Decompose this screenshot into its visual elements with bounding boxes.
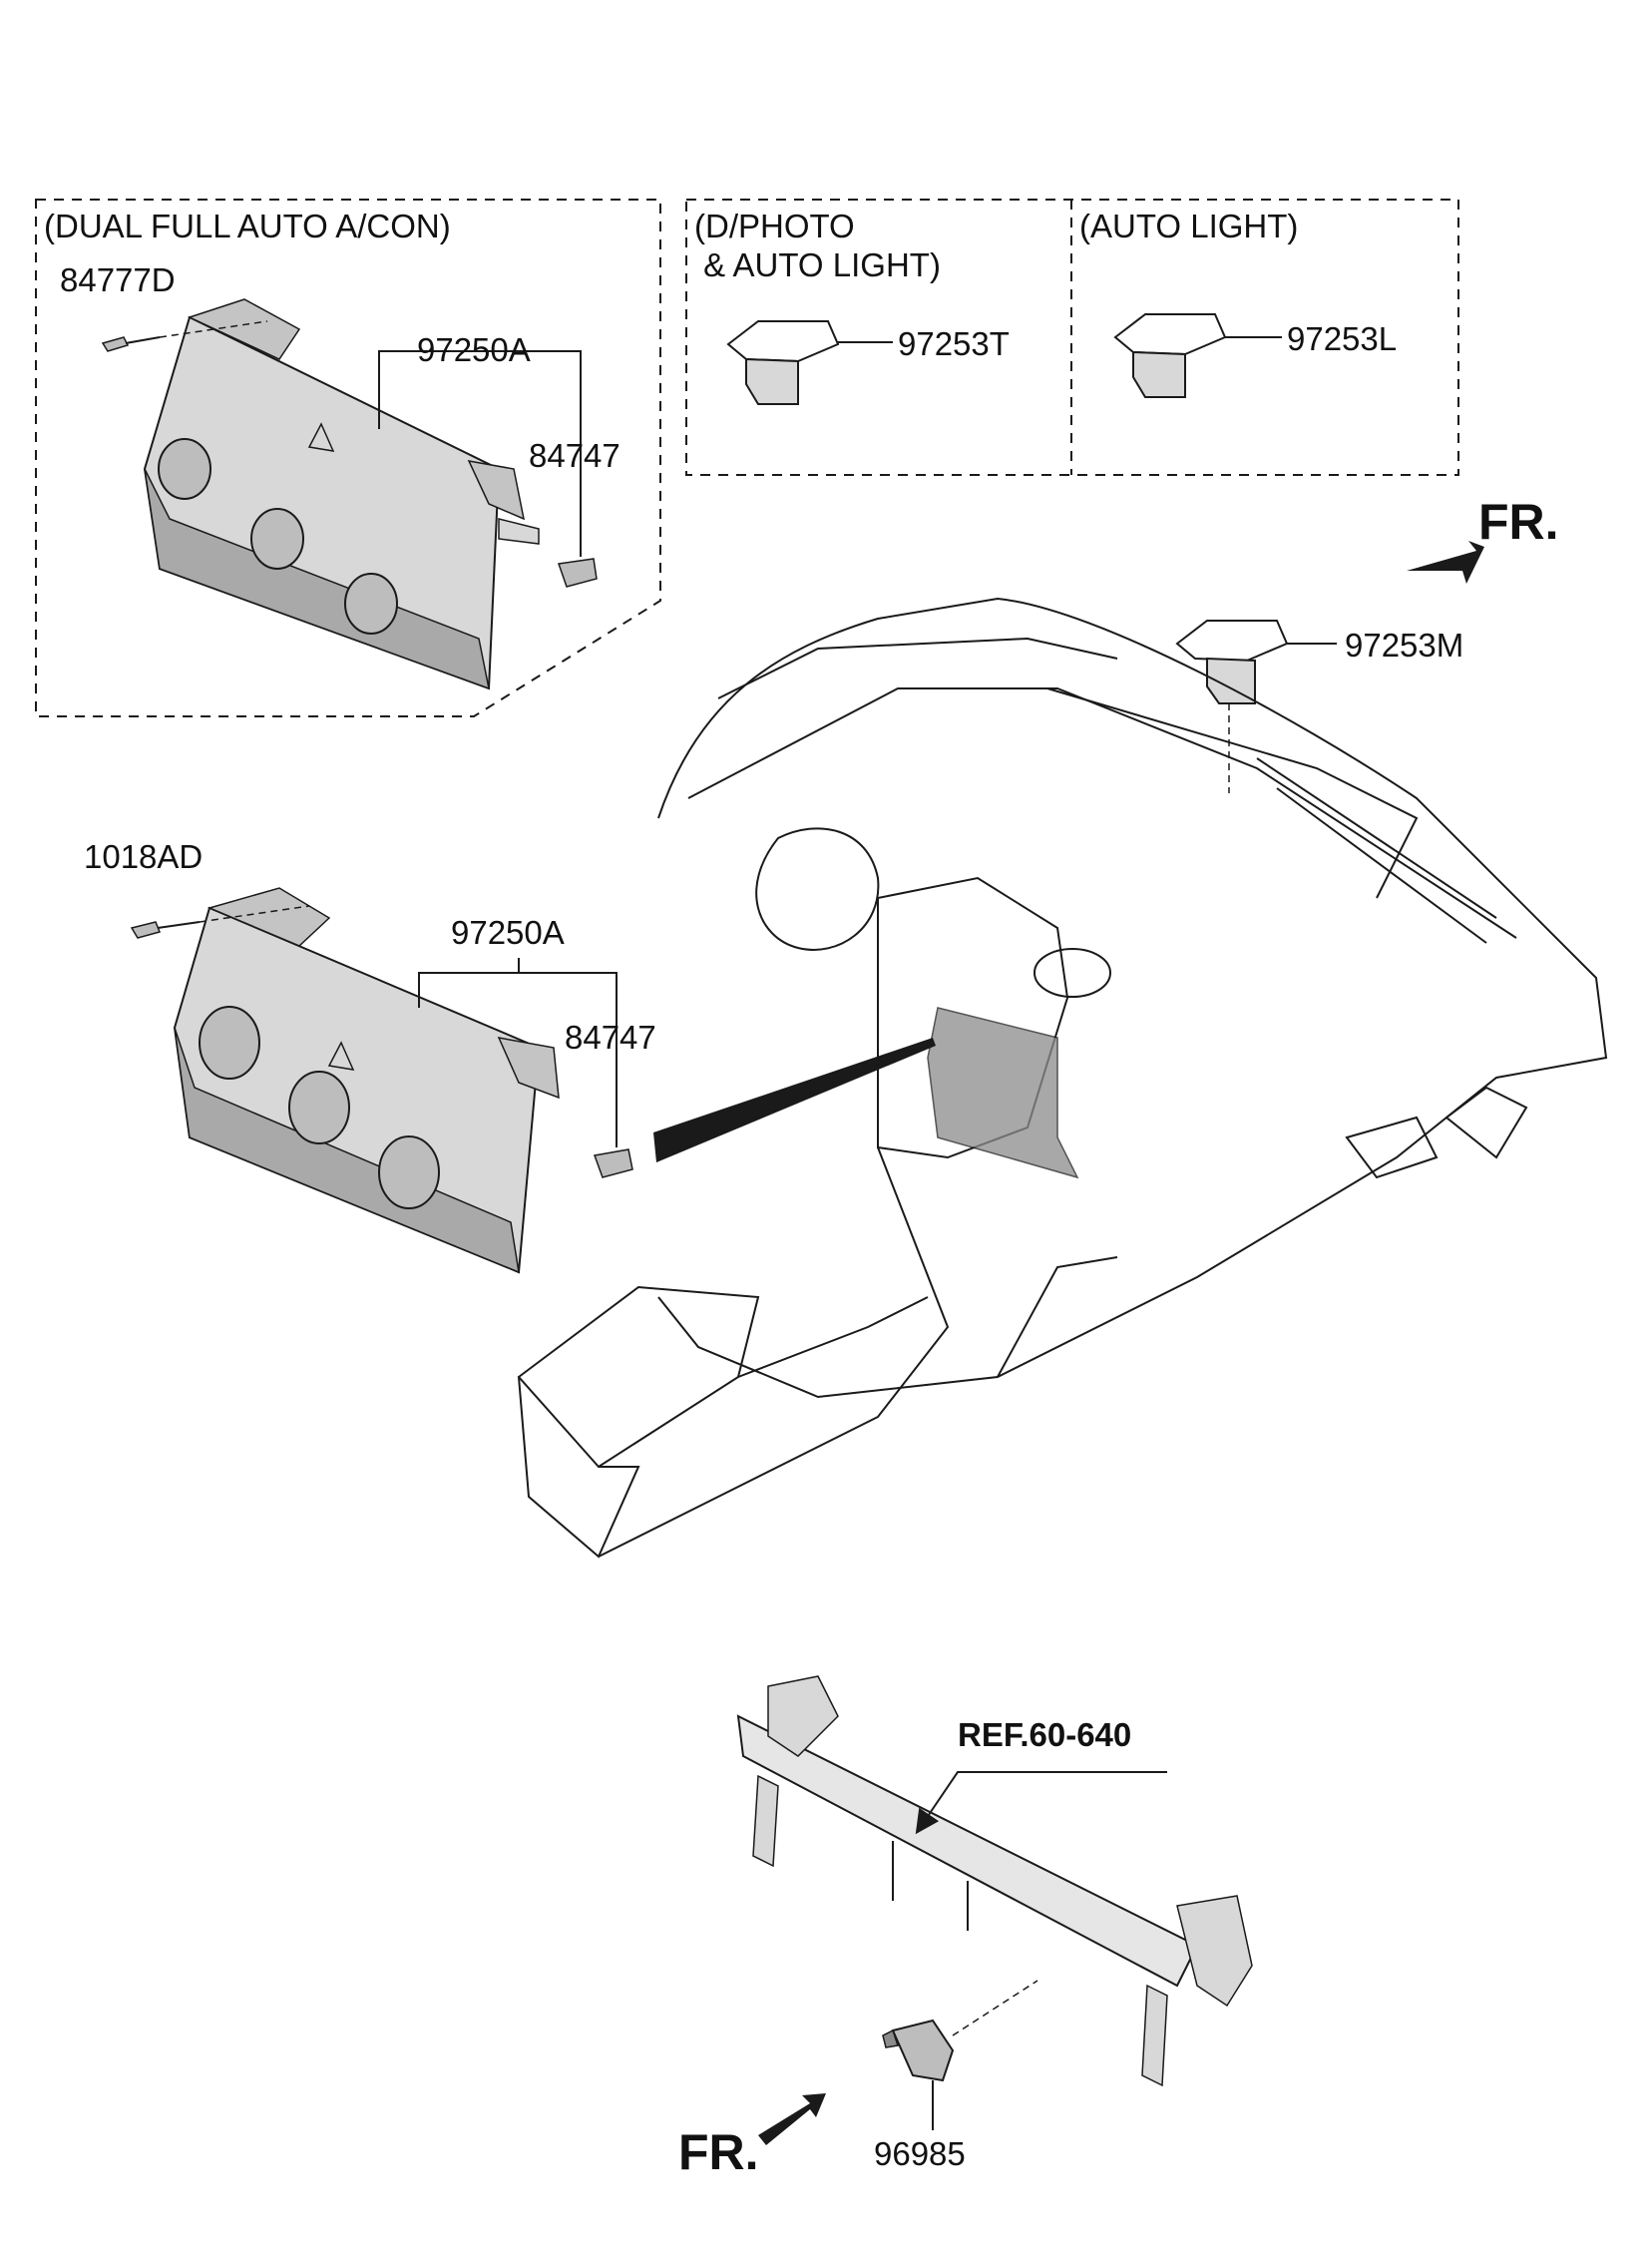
leader-97250a-dual [378,350,582,557]
heater-control-unit-dual [143,298,540,690]
reference-label-60-640[interactable]: REF.60-640 [958,1716,1132,1753]
part-label-97253t[interactable]: 97253T [898,325,1010,362]
auto-light-header: (AUTO LIGHT) [1079,208,1299,244]
sensor-97253l [1113,313,1282,398]
leader-ref-60-640 [915,1771,1167,1835]
sensor-97253t [726,320,893,405]
connector-84747-manual [593,1148,633,1178]
screw-1018ad [130,905,310,939]
front-arrow-bottom [758,2093,826,2145]
connector-84747-dual [557,558,598,588]
part-label-97253m[interactable]: 97253M [1345,627,1464,664]
pointer-wedge [653,1038,936,1162]
sensor-97253m [1175,620,1337,793]
part-label-1018ad[interactable]: 1018AD [84,838,204,875]
dual-full-auto-box [35,199,661,717]
part-label-84747-manual[interactable]: 84747 [565,1019,656,1056]
dash-control-highlight [927,1007,1079,1179]
front-label-top: FR. [1478,494,1559,550]
part-label-97250a-dual[interactable]: 97250A [417,331,531,368]
front-label-bottom: FR. [678,2124,759,2180]
crash-sensor-96985 [882,1980,1038,2130]
heater-control-unit-manual [173,887,560,1274]
d-photo-header: (D/PHOTO & AUTO LIGHT) [694,208,941,283]
part-label-96985[interactable]: 96985 [874,2135,966,2172]
part-label-97250a-manual[interactable]: 97250A [451,914,565,951]
part-label-97253l[interactable]: 97253L [1287,320,1398,357]
dual-full-auto-header: (DUAL FULL AUTO A/CON) [44,208,451,244]
part-label-84747-dual[interactable]: 84747 [529,437,620,474]
screw-84777d [101,320,268,352]
dashboard-illustration [517,597,1608,1559]
front-arrow-top [1407,541,1484,584]
part-label-84777d[interactable]: 84777D [60,261,176,298]
cowl-cross-bar [736,1675,1253,2087]
